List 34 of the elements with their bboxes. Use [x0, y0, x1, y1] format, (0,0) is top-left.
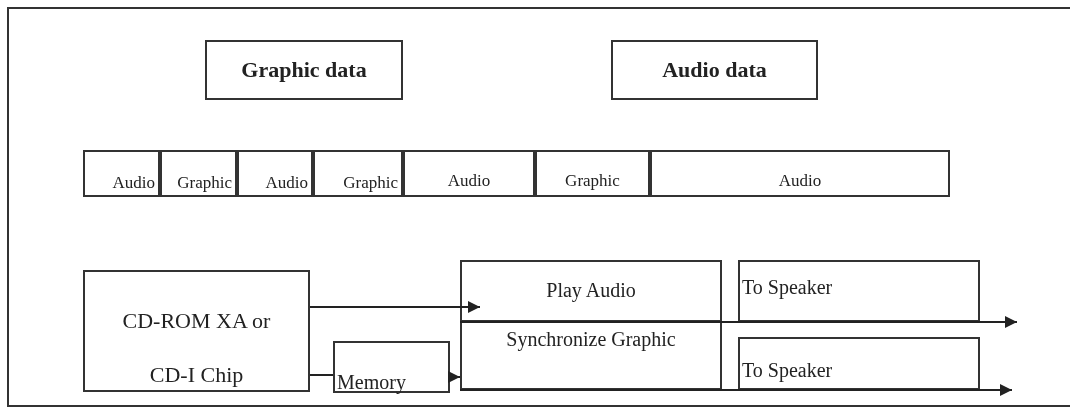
process-box	[535, 150, 650, 197]
process-box	[460, 320, 722, 390]
box-label: To Speaker	[742, 359, 833, 382]
box-label: Graphic	[177, 173, 232, 193]
process-box	[160, 150, 237, 197]
box-label: Audio	[446, 171, 492, 192]
process-box	[333, 341, 450, 393]
process-box	[83, 270, 310, 392]
arrow	[459, 316, 1018, 328]
arrow	[448, 371, 461, 383]
box-label: Memory	[337, 371, 406, 394]
box-label: To Speaker	[742, 276, 833, 299]
arrow	[459, 384, 1013, 396]
box-label: Audio	[265, 173, 308, 193]
process-box	[403, 150, 535, 197]
process-box	[237, 150, 313, 197]
box-label: CD-ROM XA or CD-I Chip	[121, 307, 272, 389]
box-label: Audio	[777, 171, 823, 192]
box-label: Synchronize Graphic	[505, 328, 677, 351]
process-box	[83, 150, 160, 197]
box-label: Play Audio	[545, 279, 637, 302]
process-box	[738, 337, 980, 390]
process-box	[205, 40, 403, 100]
process-box	[611, 40, 818, 100]
arrow	[309, 301, 481, 313]
box-label: Audio data	[661, 56, 768, 83]
box-label: Audio	[112, 173, 155, 193]
process-box	[460, 260, 722, 322]
box-label: Graphic data	[240, 56, 368, 83]
process-box	[313, 150, 403, 197]
box-label: Graphic	[564, 171, 621, 192]
process-box	[650, 150, 950, 197]
box-label: Graphic	[343, 173, 398, 193]
process-box	[738, 260, 980, 322]
